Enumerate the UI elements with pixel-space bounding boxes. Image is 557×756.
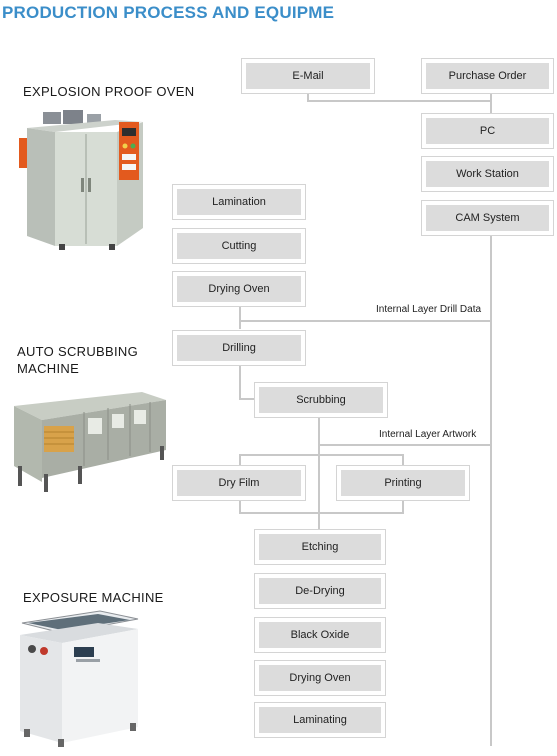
scrubbing-machine-illustration bbox=[14, 392, 166, 492]
step-label: Laminating bbox=[259, 707, 381, 733]
step-label: PC bbox=[426, 118, 549, 144]
step-pc: PC bbox=[421, 113, 554, 149]
connector-line bbox=[239, 501, 241, 514]
explosion-proof-oven-image bbox=[15, 108, 145, 250]
connector-line bbox=[402, 454, 404, 466]
step-label: Black Oxide bbox=[259, 622, 381, 648]
connector-line bbox=[307, 100, 492, 102]
step-label: Lamination bbox=[177, 189, 301, 215]
step-label: Drilling bbox=[177, 335, 301, 361]
connector-line bbox=[239, 306, 241, 329]
step-lamination: Lamination bbox=[172, 184, 306, 220]
connector-line bbox=[239, 454, 404, 456]
step-label: Purchase Order bbox=[426, 63, 549, 89]
step-label: Drying Oven bbox=[259, 665, 381, 691]
note-internal-layer-artwork: Internal Layer Artwork bbox=[379, 429, 477, 440]
connector-line bbox=[239, 512, 404, 514]
step-label: E-Mail bbox=[246, 63, 370, 89]
step-cam-system: CAM System bbox=[421, 200, 554, 236]
oven-illustration bbox=[19, 110, 143, 250]
step-etching: Etching bbox=[254, 529, 386, 565]
connector-line bbox=[239, 320, 492, 322]
step-purchase-order: Purchase Order bbox=[421, 58, 554, 94]
connector-line bbox=[318, 418, 320, 530]
step-black-oxide: Black Oxide bbox=[254, 617, 386, 653]
connector-line bbox=[402, 501, 404, 514]
step-drilling: Drilling bbox=[172, 330, 306, 366]
connector-line bbox=[239, 454, 241, 466]
step-dry-film: Dry Film bbox=[172, 465, 306, 501]
connector-line bbox=[239, 398, 257, 400]
auto-scrubbing-machine-image bbox=[12, 386, 168, 494]
connector-line bbox=[318, 444, 492, 446]
step-scrubbing: Scrubbing bbox=[254, 382, 388, 418]
step-drying-oven: Drying Oven bbox=[172, 271, 306, 307]
step-label: Scrubbing bbox=[259, 387, 383, 413]
connector-line bbox=[490, 236, 492, 746]
step-label: Printing bbox=[341, 470, 465, 496]
connector-line bbox=[307, 94, 309, 102]
step-label: Drying Oven bbox=[177, 276, 301, 302]
step-printing: Printing bbox=[336, 465, 470, 501]
machine-label-auto-scrubbing-machine: AUTO SCRUBBING MACHINE bbox=[17, 344, 138, 376]
step-de-drying: De-Drying bbox=[254, 573, 386, 609]
step-label: Etching bbox=[259, 534, 381, 560]
machine-label-explosion-proof-oven: EXPLOSION PROOF OVEN bbox=[23, 84, 195, 99]
note-internal-layer-drill-data: Internal Layer Drill Data bbox=[376, 304, 482, 315]
step-label: Cutting bbox=[177, 233, 301, 259]
connector-line bbox=[490, 94, 492, 116]
step-label: Dry Film bbox=[177, 470, 301, 496]
step-label: De-Drying bbox=[259, 578, 381, 604]
step-laminating: Laminating bbox=[254, 702, 386, 738]
step-cutting: Cutting bbox=[172, 228, 306, 264]
step-label: CAM System bbox=[426, 205, 549, 231]
page-title: PRODUCTION PROCESS AND EQUIPME bbox=[2, 3, 335, 22]
step-email: E-Mail bbox=[241, 58, 375, 94]
step-label: Work Station bbox=[426, 161, 549, 187]
connector-line bbox=[239, 366, 241, 400]
step-work-station: Work Station bbox=[421, 156, 554, 192]
exposure-machine-illustration bbox=[20, 610, 139, 747]
step-drying-oven-2: Drying Oven bbox=[254, 660, 386, 696]
exposure-machine-image bbox=[14, 607, 142, 749]
machine-label-exposure-machine: EXPOSURE MACHINE bbox=[23, 590, 164, 605]
